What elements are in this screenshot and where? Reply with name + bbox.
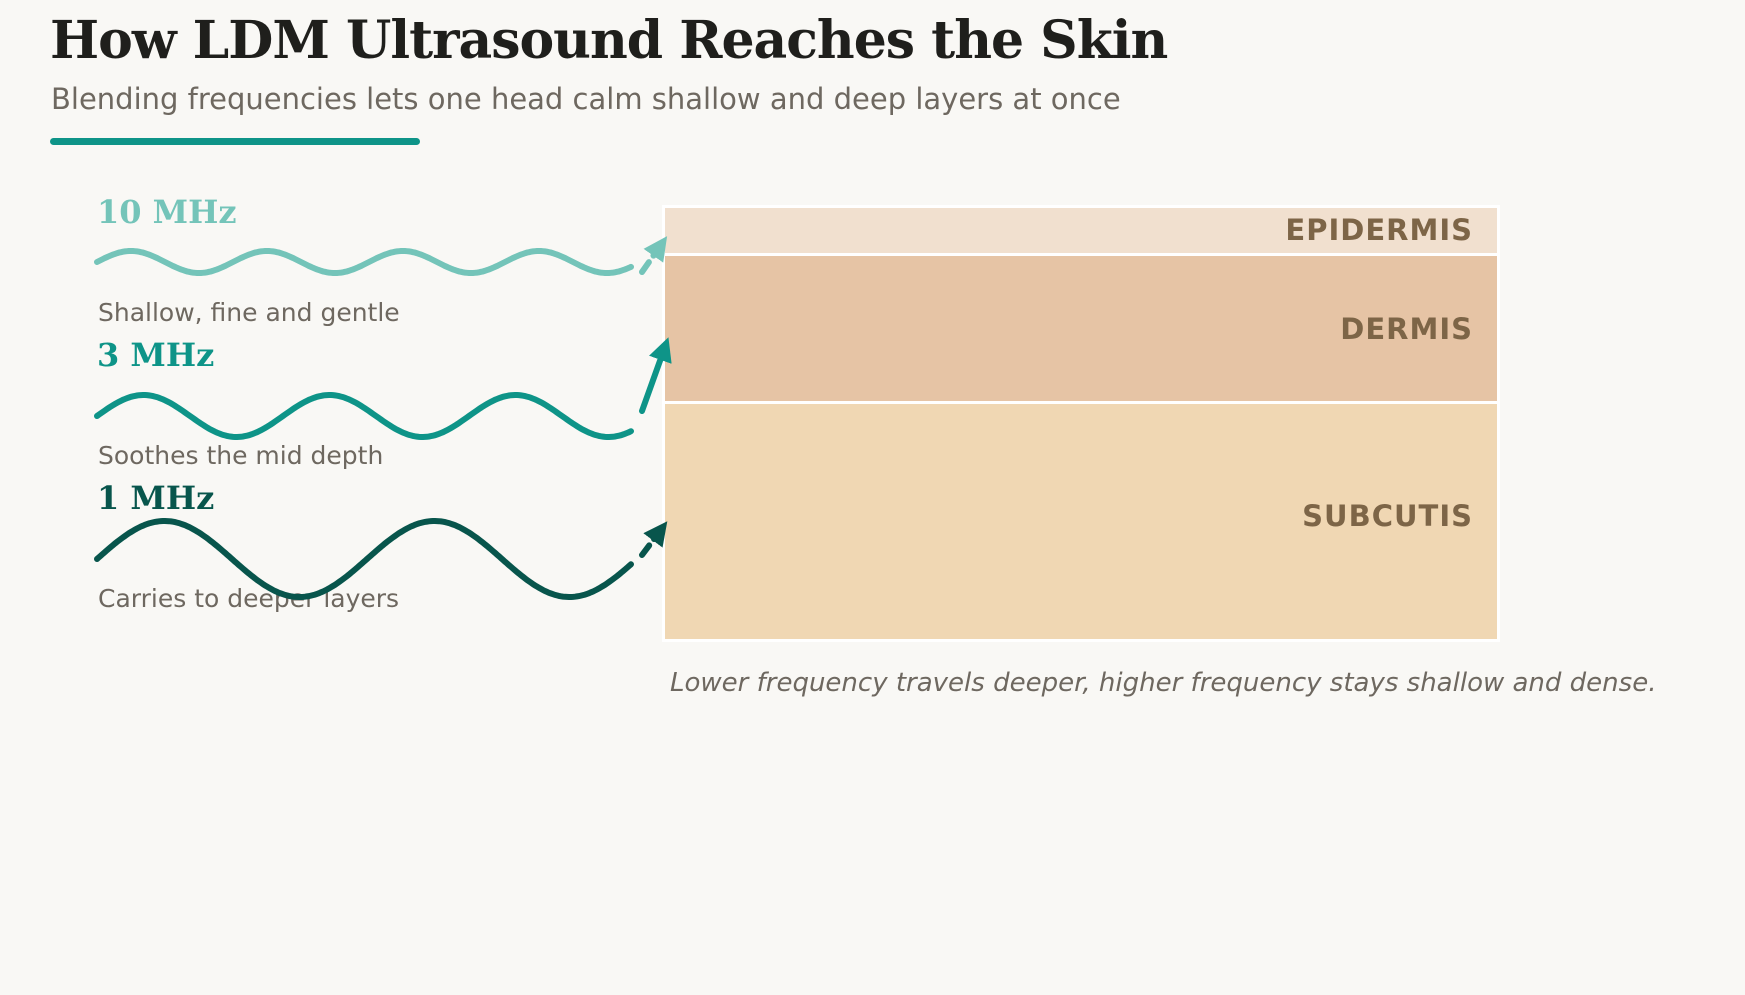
wave-10mhz: [94, 248, 634, 276]
page-title: How LDM Ultrasound Reaches the Skin: [50, 10, 1168, 71]
layer-dermis: DERMIS: [665, 253, 1497, 401]
layer-label-epidermis: EPIDERMIS: [1285, 213, 1473, 247]
layer-epidermis: EPIDERMIS: [665, 208, 1497, 253]
freq-desc-3mhz: Soothes the mid depth: [98, 441, 384, 470]
wave-1mhz: [94, 518, 634, 600]
layer-label-dermis: DERMIS: [1340, 312, 1473, 346]
footnote: Lower frequency travels deeper, higher f…: [670, 668, 1657, 698]
page-subtitle: Blending frequencies lets one head calm …: [51, 82, 1121, 116]
freq-label-3mhz: 3 MHz: [97, 336, 215, 374]
freq-label-10mhz: 10 MHz: [97, 193, 237, 231]
freq-desc-10mhz: Shallow, fine and gentle: [98, 298, 400, 327]
arrow-to-epidermis: [639, 236, 668, 275]
skin-cross-section: EPIDERMIS DERMIS SUBCUTIS: [662, 205, 1500, 642]
layer-subcutis: SUBCUTIS: [665, 401, 1497, 639]
title-accent-bar: [50, 138, 420, 145]
wave-3mhz: [94, 392, 634, 440]
freq-desc-1mhz: Carries to deeper layers: [98, 584, 400, 613]
layer-label-subcutis: SUBCUTIS: [1302, 499, 1473, 533]
freq-label-1mhz: 1 MHz: [97, 479, 215, 517]
arrow-to-subcutis: [639, 521, 668, 558]
arrow-to-dermis: [639, 337, 672, 414]
